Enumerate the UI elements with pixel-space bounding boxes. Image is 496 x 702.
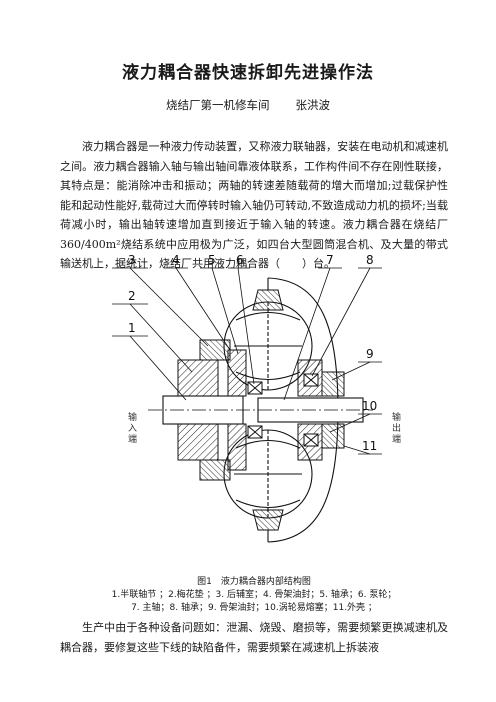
author-unit: 烧结厂第一机修车间 — [166, 98, 270, 112]
callout-10: 10 — [362, 399, 377, 413]
callout-4: 4 — [172, 253, 180, 267]
input-label-3: 端 — [128, 433, 137, 445]
input-label-1: 输 — [128, 411, 137, 423]
callout-5: 5 — [208, 253, 216, 267]
callout-7: 7 — [326, 253, 334, 267]
paragraph-intro: 液力耦合器是一种液力传动装置，又称液力联轴器，安装在电动机和减速机之间。液力耦合… — [60, 140, 448, 270]
callout-8: 8 — [366, 253, 374, 267]
half-coupling-upper — [177, 359, 219, 397]
paragraph-production: 生产中由于各种设备问题如：泄漏、烧毁、磨损等，需要频繁更换减速机及耦合器，要修复… — [60, 621, 448, 654]
callout-9: 9 — [366, 347, 374, 361]
figure-caption-title: 图1 液力耦合器内部结构图 — [197, 577, 311, 587]
input-label-2: 入 — [128, 423, 137, 434]
callout-3: 3 — [128, 253, 136, 267]
figure-caption-line-2: 7. 主轴；8. 轴承；9. 骨架油封；10.涡轮易熔塞；11.外壳 ； — [131, 603, 377, 613]
callout-6: 6 — [236, 253, 244, 267]
author-name: 张洪波 — [295, 98, 331, 112]
document-title: 液力耦合器快速拆卸先进操作法 — [122, 63, 374, 83]
callout-1: 1 — [128, 321, 136, 335]
callout-2: 2 — [128, 289, 136, 303]
figure-caption-line-1: 1.半联轴节 ；2.梅花垫 ；3. 后辅室；4. 骨架油封；5. 轴承；6. 泵… — [111, 590, 397, 600]
output-label-2: 出 — [392, 422, 401, 434]
output-label-3: 端 — [392, 433, 401, 445]
output-label-1: 输 — [392, 411, 401, 423]
coupler-structure-diagram: 3 2 1 4 5 6 7 8 9 10 11 输 入 端 输 出 端 — [112, 253, 401, 543]
half-coupling-lower — [177, 423, 219, 461]
callout-11: 11 — [362, 439, 377, 453]
author-line: 烧结厂第一机修车间 张洪波 — [0, 97, 496, 113]
